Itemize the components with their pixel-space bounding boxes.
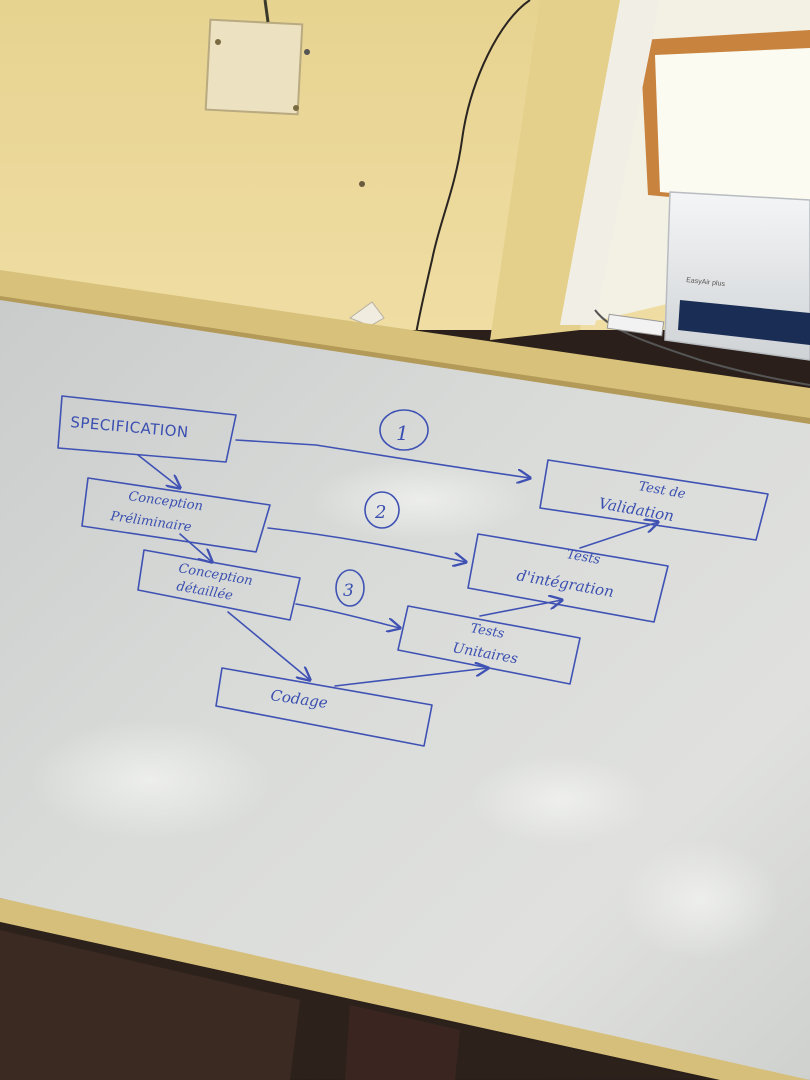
codage-box <box>215 667 433 747</box>
marker-one-label: 1 <box>396 421 409 445</box>
arrow-prelim-to-detail <box>179 533 212 562</box>
marker-one-circle <box>379 409 429 451</box>
conception-preliminaire-box <box>81 477 271 553</box>
conception-detaillee-box <box>137 549 301 621</box>
arrow-detail-to-unitaires <box>295 603 400 628</box>
marker-two-circle <box>364 491 400 529</box>
tests-unitaires-line1: Tests <box>469 621 505 642</box>
specification-box <box>57 395 237 463</box>
junction-box <box>204 18 304 116</box>
arrow-prelim-to-integration <box>267 527 466 562</box>
arrow-integration-to-validation <box>579 522 658 549</box>
wall-crack <box>414 0 531 341</box>
tests-integration-box <box>467 533 669 623</box>
arrow-codage-to-unitaires <box>334 668 488 687</box>
ac-brand-label: EasyAir plus <box>686 277 726 288</box>
marker-three-circle <box>335 569 365 607</box>
marker-three-label: 3 <box>343 581 354 601</box>
window-glass <box>655 48 810 205</box>
arrow-spec-to-validation <box>235 439 530 478</box>
board-top-frame <box>0 270 810 420</box>
arrow-spec-to-prelim <box>137 454 180 488</box>
air-conditioner: EasyAir plus <box>664 191 810 361</box>
tests-unitaires-box <box>397 605 581 685</box>
marker-two-label: 2 <box>374 502 386 523</box>
arrow-unitaires-to-integration <box>479 600 562 617</box>
tests-integration-line1: Tests <box>565 547 601 568</box>
board-bottom-frame <box>0 898 810 1080</box>
arrow-detail-to-codage <box>227 611 310 680</box>
